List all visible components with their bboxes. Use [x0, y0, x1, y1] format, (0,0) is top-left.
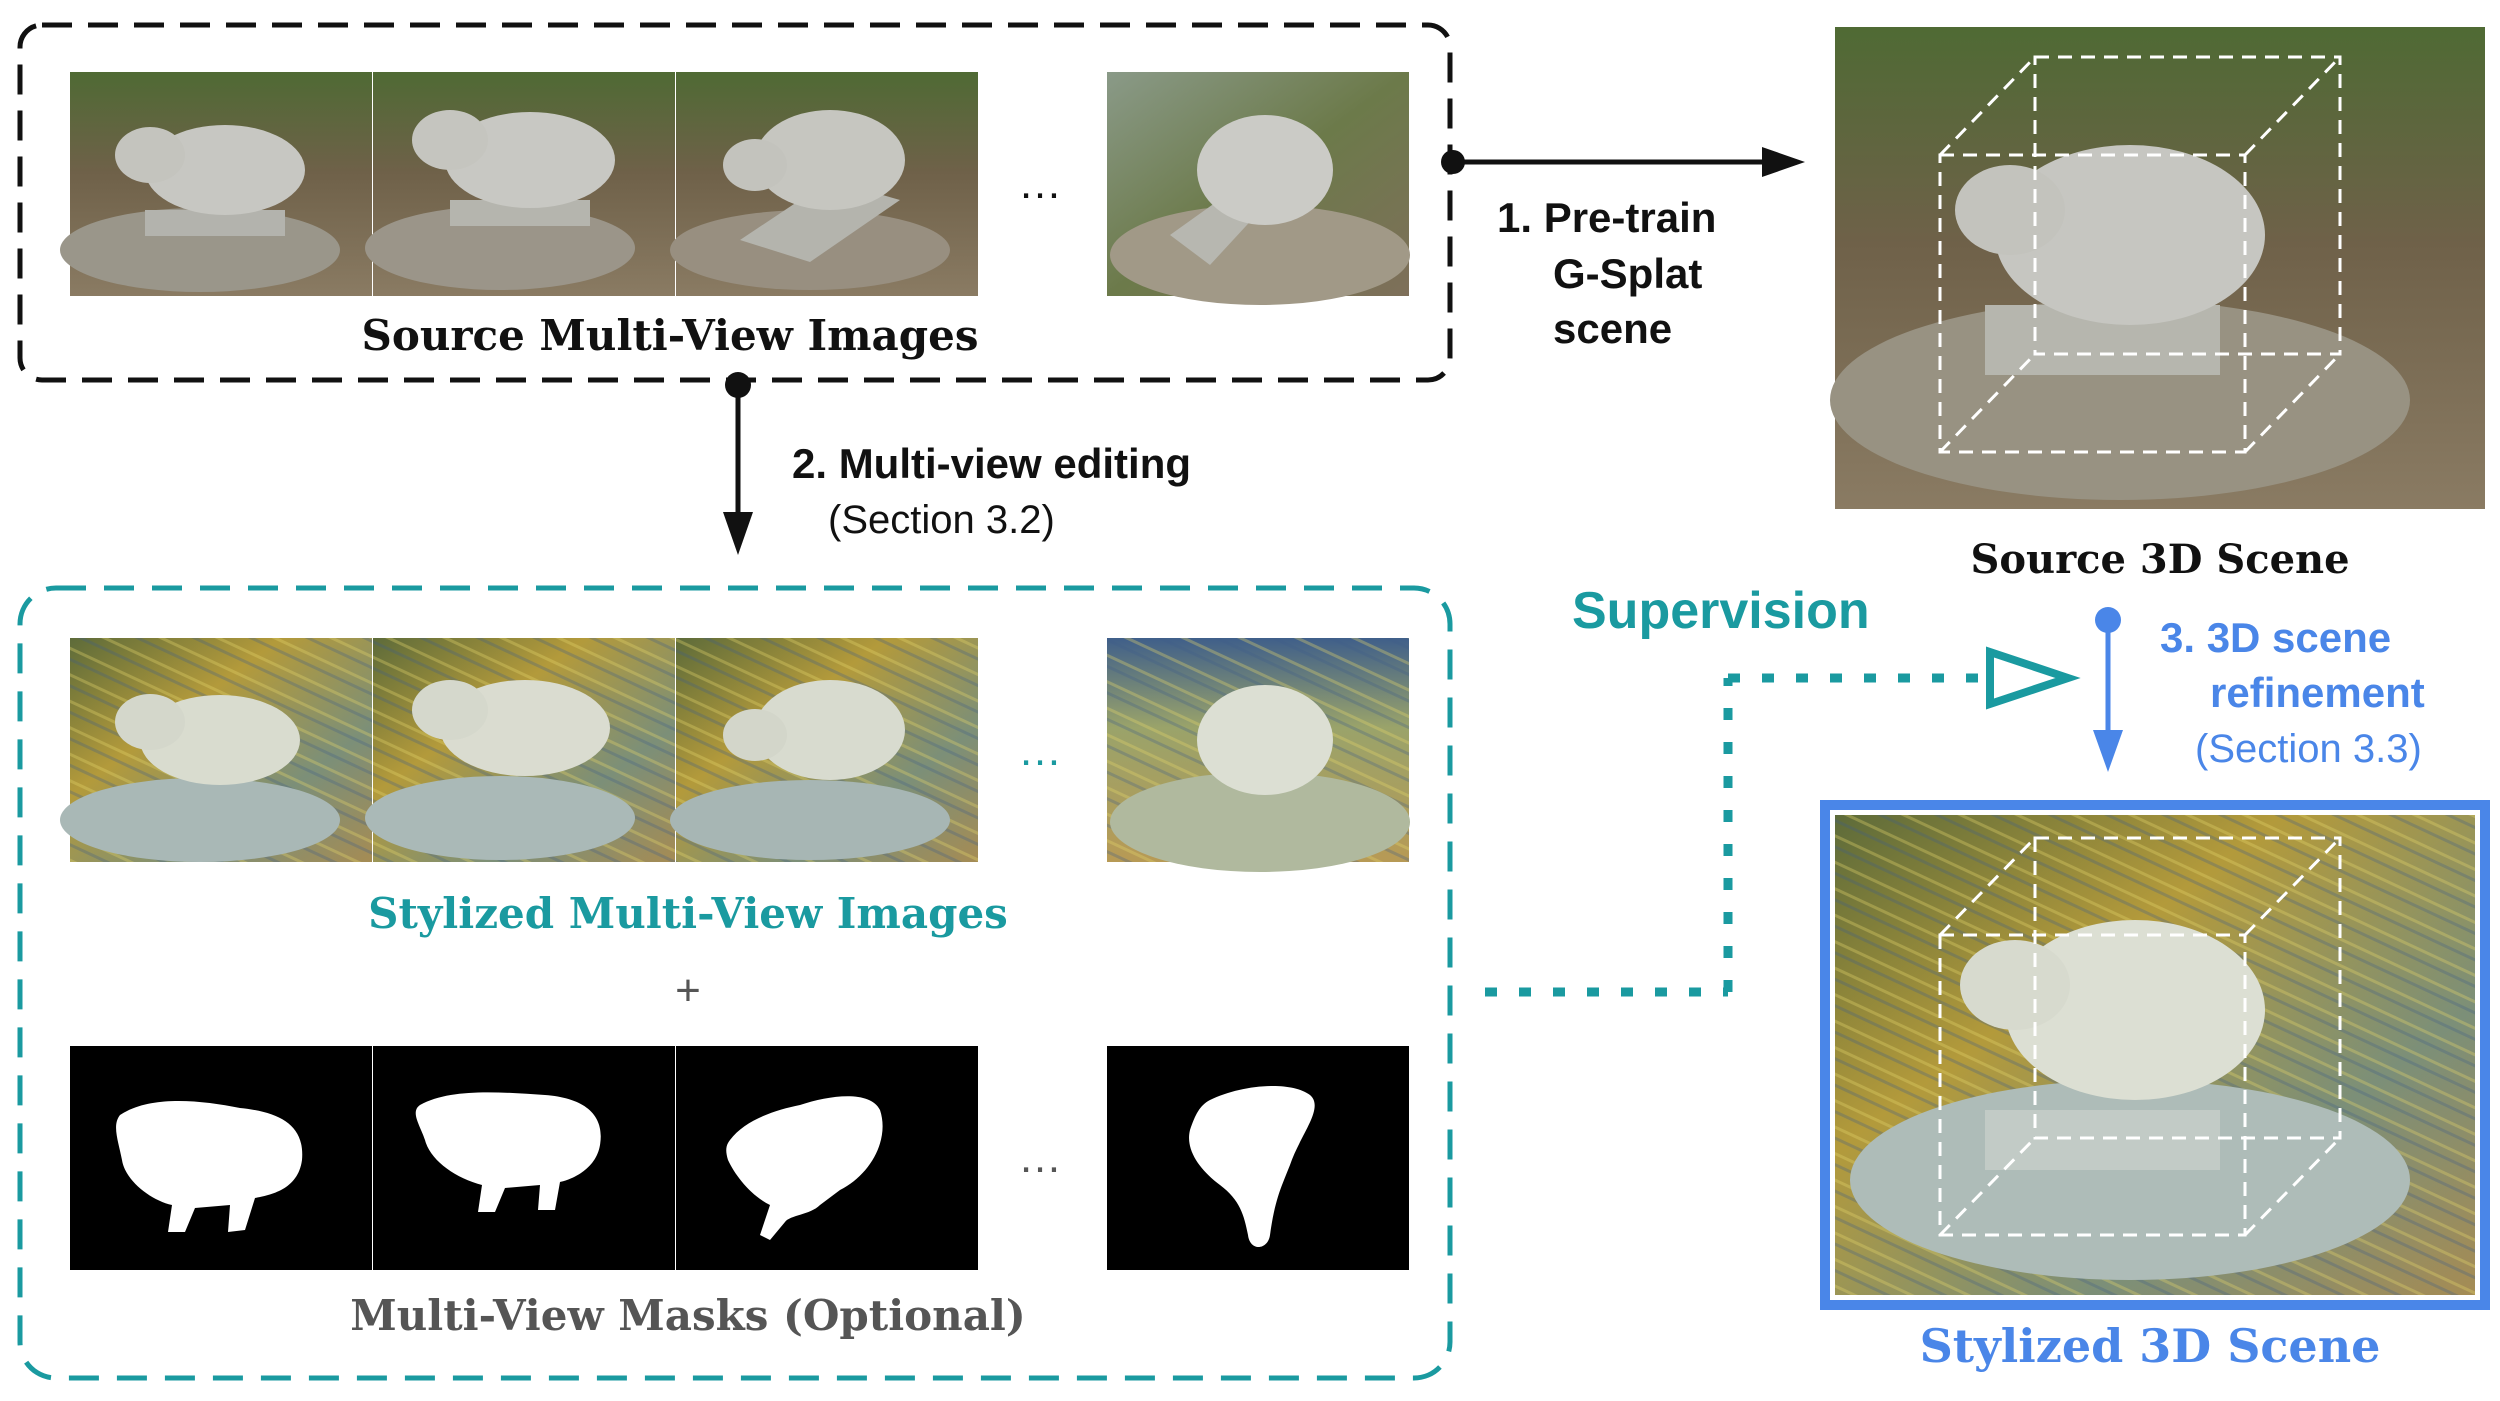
arrow1-head: [1762, 147, 1805, 177]
mask-image-2: [373, 1046, 675, 1270]
stylized-image-1: [60, 638, 372, 862]
supervision-arrowhead: [1986, 646, 2081, 710]
step2-line1: 2. Multi-view editing: [792, 440, 1191, 487]
source-image-2: [365, 72, 675, 296]
stylized-images-ellipsis: …: [1018, 726, 1062, 775]
stylized-3d-scene-label: Stylized 3D Scene: [1920, 1319, 2381, 1373]
source-images-ellipsis: …: [1018, 159, 1062, 208]
stylized-3d-scene-frame: [1820, 800, 2490, 1310]
stylized-image-n: [1107, 638, 1410, 872]
masks-label: Multi-View Masks (Optional): [350, 1291, 1026, 1340]
stylized-images-label: Stylized Multi-View Images: [368, 889, 1008, 938]
step1-line3: scene: [1553, 305, 1672, 352]
supervision-connector: [1485, 673, 1985, 997]
source-images-label: Source Multi-View Images: [362, 311, 979, 360]
supervision-label: Supervision: [1572, 582, 1870, 640]
step3-line1: 3. 3D scene: [2160, 614, 2391, 661]
stylized-image-2: [365, 638, 675, 862]
masks-ellipsis: …: [1018, 1133, 1062, 1182]
source-image-1: [60, 72, 372, 296]
source-image-3: [670, 72, 978, 296]
mask-image-n: [1107, 1046, 1409, 1270]
step2-line2: (Section 3.2): [828, 498, 1055, 542]
source-3d-scene-image: [1830, 27, 2485, 509]
source-image-n: [1107, 72, 1410, 305]
step1-line2: G-Splat: [1553, 250, 1702, 297]
stylized-image-3: [670, 638, 978, 862]
step3-line3: (Section 3.3): [2195, 727, 2422, 771]
arrow3-head: [2093, 730, 2123, 772]
step3-line2: refinement: [2210, 669, 2425, 716]
step1-line1: 1. Pre-train: [1497, 194, 1716, 241]
mask-image-1: [70, 1046, 372, 1270]
mask-image-3: [676, 1046, 978, 1270]
arrow2-head: [723, 512, 753, 555]
stylized-3d-scene-image: [1835, 815, 2475, 1295]
stylized-panel-frame: [17, 585, 1453, 1381]
source-3d-scene-label: Source 3D Scene: [1970, 536, 2349, 583]
plus-sign: +: [675, 966, 701, 1015]
